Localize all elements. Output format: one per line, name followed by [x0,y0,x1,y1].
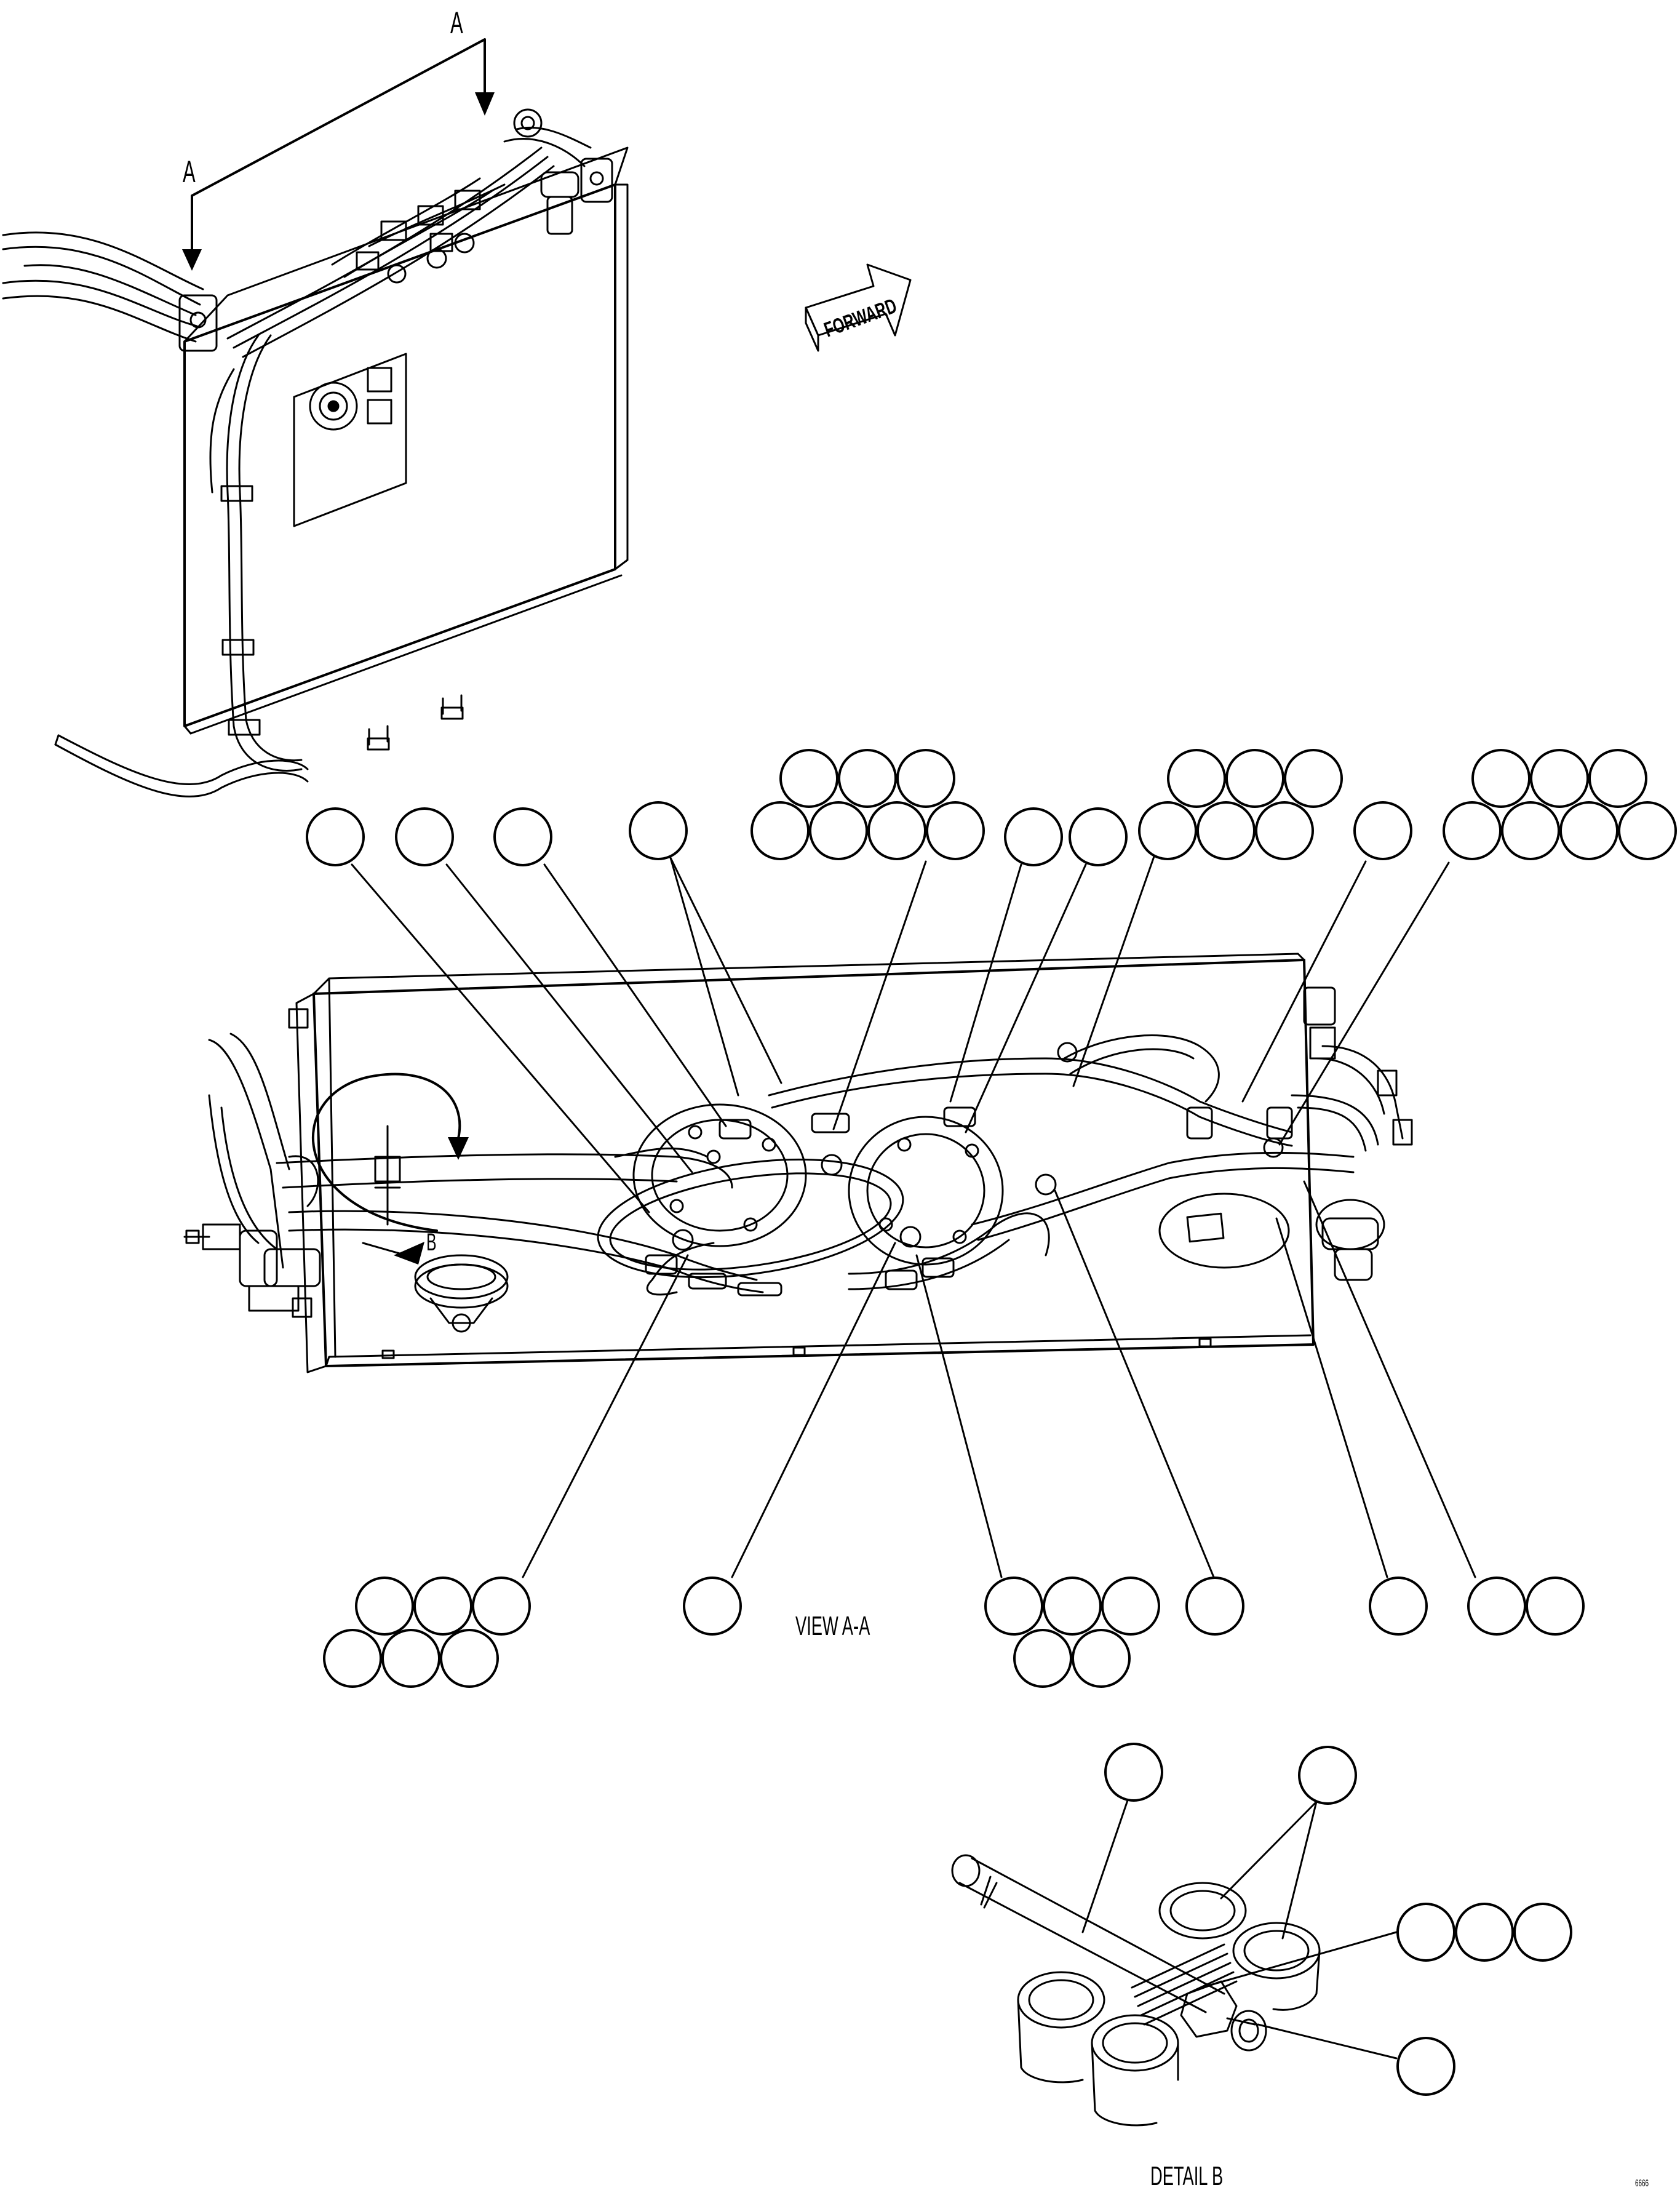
callout-group-11-balloon [413,1577,472,1636]
callout-group-6-balloon [1004,807,1063,866]
callout-group-3-balloon [493,807,552,866]
callout-group-11-balloon [355,1577,414,1636]
callout-group-16-balloon [1467,1577,1526,1636]
callout-group-2-balloon [395,807,454,866]
detail-title: DETAIL B [1150,2161,1224,2191]
callout-group-16-balloon [1526,1577,1585,1636]
sheet-number: 6666 [1635,2178,1649,2189]
callout-group-10-balloon [1530,749,1589,808]
callout-group-5-balloon [809,801,868,860]
callout-group-9-balloon [1353,801,1412,860]
section-arrow-label-top: A [450,6,463,40]
callout-group-15-balloon [1369,1577,1428,1636]
detail-b-clamp [951,1854,1321,2127]
callout-group-8-balloon [1284,749,1343,808]
callout-group-10-balloon [1443,801,1502,860]
callout-group-17-balloon [1104,1743,1163,1802]
view-title: VIEW A-A [795,1611,870,1641]
view-a-a [183,953,1413,1373]
callout-group-11-balloon [323,1629,382,1688]
callout-group-14-balloon [1185,1577,1244,1636]
callout-group-8-balloon [1225,749,1284,808]
callout-group-10-balloon [1501,801,1560,860]
callout-group-10-balloon [1618,801,1677,860]
callout-group-13-balloon [984,1577,1043,1636]
detail-b-leader-lines [1081,1796,1398,2060]
callout-group-8-balloon [1167,749,1226,808]
callout-group-19-balloon [1455,1903,1514,1962]
callout-group-19-balloon [1396,1903,1455,1962]
callout-group-5-balloon [926,801,985,860]
callout-group-5-balloon [779,749,838,808]
callout-group-10-balloon [1559,801,1618,860]
callout-group-8-balloon [1255,801,1314,860]
callout-group-8-balloon [1138,801,1197,860]
callout-group-1-balloon [306,807,365,866]
component-iso-view: FORWARD [2,38,912,797]
callout-group-8-balloon [1196,801,1256,860]
callout-group-13-balloon [1013,1629,1072,1688]
callout-group-7-balloon [1069,807,1128,866]
callout-group-5-balloon [867,801,926,860]
callout-group-11-balloon [440,1629,499,1688]
callout-group-5-balloon [750,801,810,860]
callout-group-11-balloon [381,1629,440,1688]
callout-group-19-balloon [1513,1903,1572,1962]
callout-group-13-balloon [1101,1577,1160,1636]
detail-callout-label: B [426,1229,437,1256]
callout-group-4-balloon [629,801,688,860]
callout-group-11-balloon [472,1577,531,1636]
callout-group-5-balloon [838,749,897,808]
callout-group-10-balloon [1471,749,1531,808]
leader-lines [351,855,1476,1578]
callout-group-10-balloon [1588,749,1647,808]
callout-balloons [306,749,1677,2096]
callout-group-12-balloon [683,1577,742,1636]
callout-group-13-balloon [1043,1577,1102,1636]
callout-group-13-balloon [1072,1629,1131,1688]
section-arrow-label-left: A [183,154,196,189]
callout-group-18-balloon [1298,1746,1357,1805]
callout-group-5-balloon [896,749,955,808]
callout-group-20-balloon [1396,2037,1455,2096]
